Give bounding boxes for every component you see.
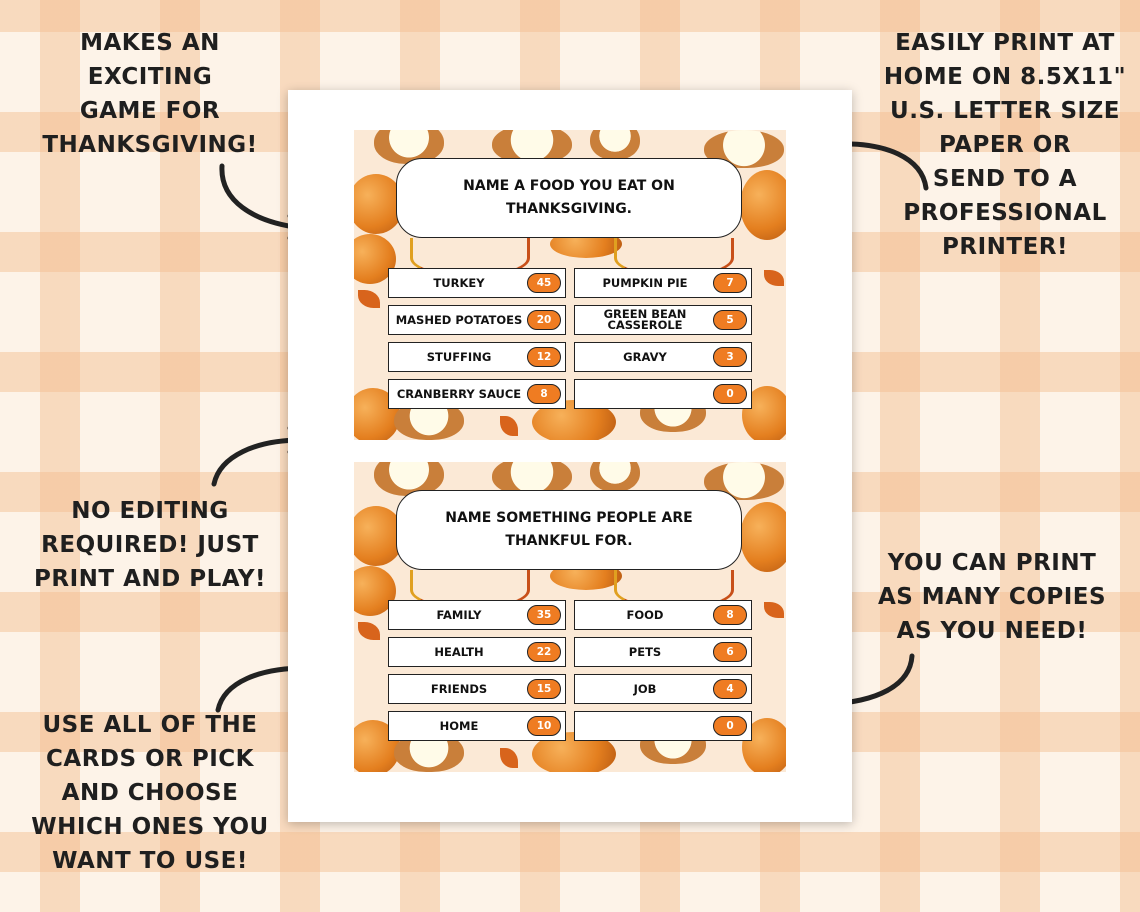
answer-label [575, 380, 715, 408]
answer-slot-1: TURKEY 45 [388, 268, 566, 298]
answer-points: 20 [527, 310, 561, 330]
answer-label: MASHED POTATOES [395, 312, 523, 327]
answer-slot-4: PETS 6 [574, 637, 752, 667]
caption-pick-and-choose: USE ALL OF THE CARDS OR PICK AND CHOOSE … [31, 712, 269, 874]
caption-exciting-game: MAKES AN EXCITING GAME FOR THANKSGIVING! [42, 30, 258, 158]
answer-label [575, 712, 715, 740]
pumpkin-icon [354, 174, 404, 234]
leaf-icon [764, 602, 784, 618]
answer-label: STUFFING [426, 349, 492, 364]
answer-points: 4 [713, 679, 747, 699]
answer-slot-6: JOB 4 [574, 674, 752, 704]
answer-label: JOB [633, 681, 657, 696]
answer-label: HEALTH [434, 644, 484, 659]
answer-points: 45 [527, 273, 561, 293]
answer-slot-3: HEALTH 22 [388, 637, 566, 667]
answer-points: 10 [527, 716, 561, 736]
leaf-icon [764, 270, 784, 286]
answer-label: HOME [439, 718, 479, 733]
answer-label: FOOD [626, 607, 664, 622]
printable-sheet: NAME A FOOD YOU EAT ON THANKSGIVING. TUR… [288, 90, 852, 822]
answer-points: 22 [527, 642, 561, 662]
answer-points: 0 [713, 384, 747, 404]
answer-label: TURKEY [433, 275, 485, 290]
leaf-icon [358, 290, 380, 308]
leaf-icon [358, 622, 380, 640]
answer-slot-3: MASHED POTATOES 20 [388, 305, 566, 335]
answer-points: 15 [527, 679, 561, 699]
game-card-2: NAME SOMETHING PEOPLE ARE THANKFUL FOR. … [354, 462, 786, 772]
answer-slot-5: STUFFING 12 [388, 342, 566, 372]
answer-label: CRANBERRY SAUCE [396, 386, 522, 401]
answer-slot-1: FAMILY 35 [388, 600, 566, 630]
leaf-icon [500, 416, 518, 436]
answer-points: 8 [527, 384, 561, 404]
pumpkin-icon [740, 170, 786, 240]
answer-points: 35 [527, 605, 561, 625]
answer-points: 0 [713, 716, 747, 736]
pumpkin-icon [354, 506, 404, 566]
answer-slot-5: FRIENDS 15 [388, 674, 566, 704]
answer-points: 3 [713, 347, 747, 367]
bowl-icon [590, 462, 640, 492]
game-card-1: NAME A FOOD YOU EAT ON THANKSGIVING. TUR… [354, 130, 786, 440]
answer-label: PUMPKIN PIE [602, 275, 688, 290]
answer-points: 5 [713, 310, 747, 330]
answer-label: GRAVY [623, 349, 667, 364]
answer-slot-6: GRAVY 3 [574, 342, 752, 372]
answer-label: FAMILY [436, 607, 482, 622]
caption-no-editing: NO EDITING REQUIRED! JUST PRINT AND PLAY… [34, 498, 266, 592]
answer-label: PETS [628, 644, 662, 659]
answer-label: GREEN BEAN CASSEROLE [603, 307, 687, 332]
question-box: NAME A FOOD YOU EAT ON THANKSGIVING. [396, 158, 742, 238]
caption-print-at-home: EASILY PRINT AT HOME ON 8.5X11" U.S. LET… [883, 30, 1127, 260]
question-box: NAME SOMETHING PEOPLE ARE THANKFUL FOR. [396, 490, 742, 570]
answer-slot-2: PUMPKIN PIE 7 [574, 268, 752, 298]
answer-slot-7: HOME 10 [388, 711, 566, 741]
answer-slot-8: 0 [574, 379, 752, 409]
bowl-icon [590, 130, 640, 160]
leaf-icon [500, 748, 518, 768]
pumpkin-icon [740, 502, 786, 572]
answer-points: 12 [527, 347, 561, 367]
answer-points: 8 [713, 605, 747, 625]
caption-many-copies: YOU CAN PRINT AS MANY COPIES AS YOU NEED… [877, 550, 1107, 644]
answer-points: 7 [713, 273, 747, 293]
answer-points: 6 [713, 642, 747, 662]
answer-slot-2: FOOD 8 [574, 600, 752, 630]
answer-slot-4: GREEN BEAN CASSEROLE 5 [574, 305, 752, 335]
answer-label: FRIENDS [430, 681, 488, 696]
answer-slot-7: CRANBERRY SAUCE 8 [388, 379, 566, 409]
answer-slot-8: 0 [574, 711, 752, 741]
